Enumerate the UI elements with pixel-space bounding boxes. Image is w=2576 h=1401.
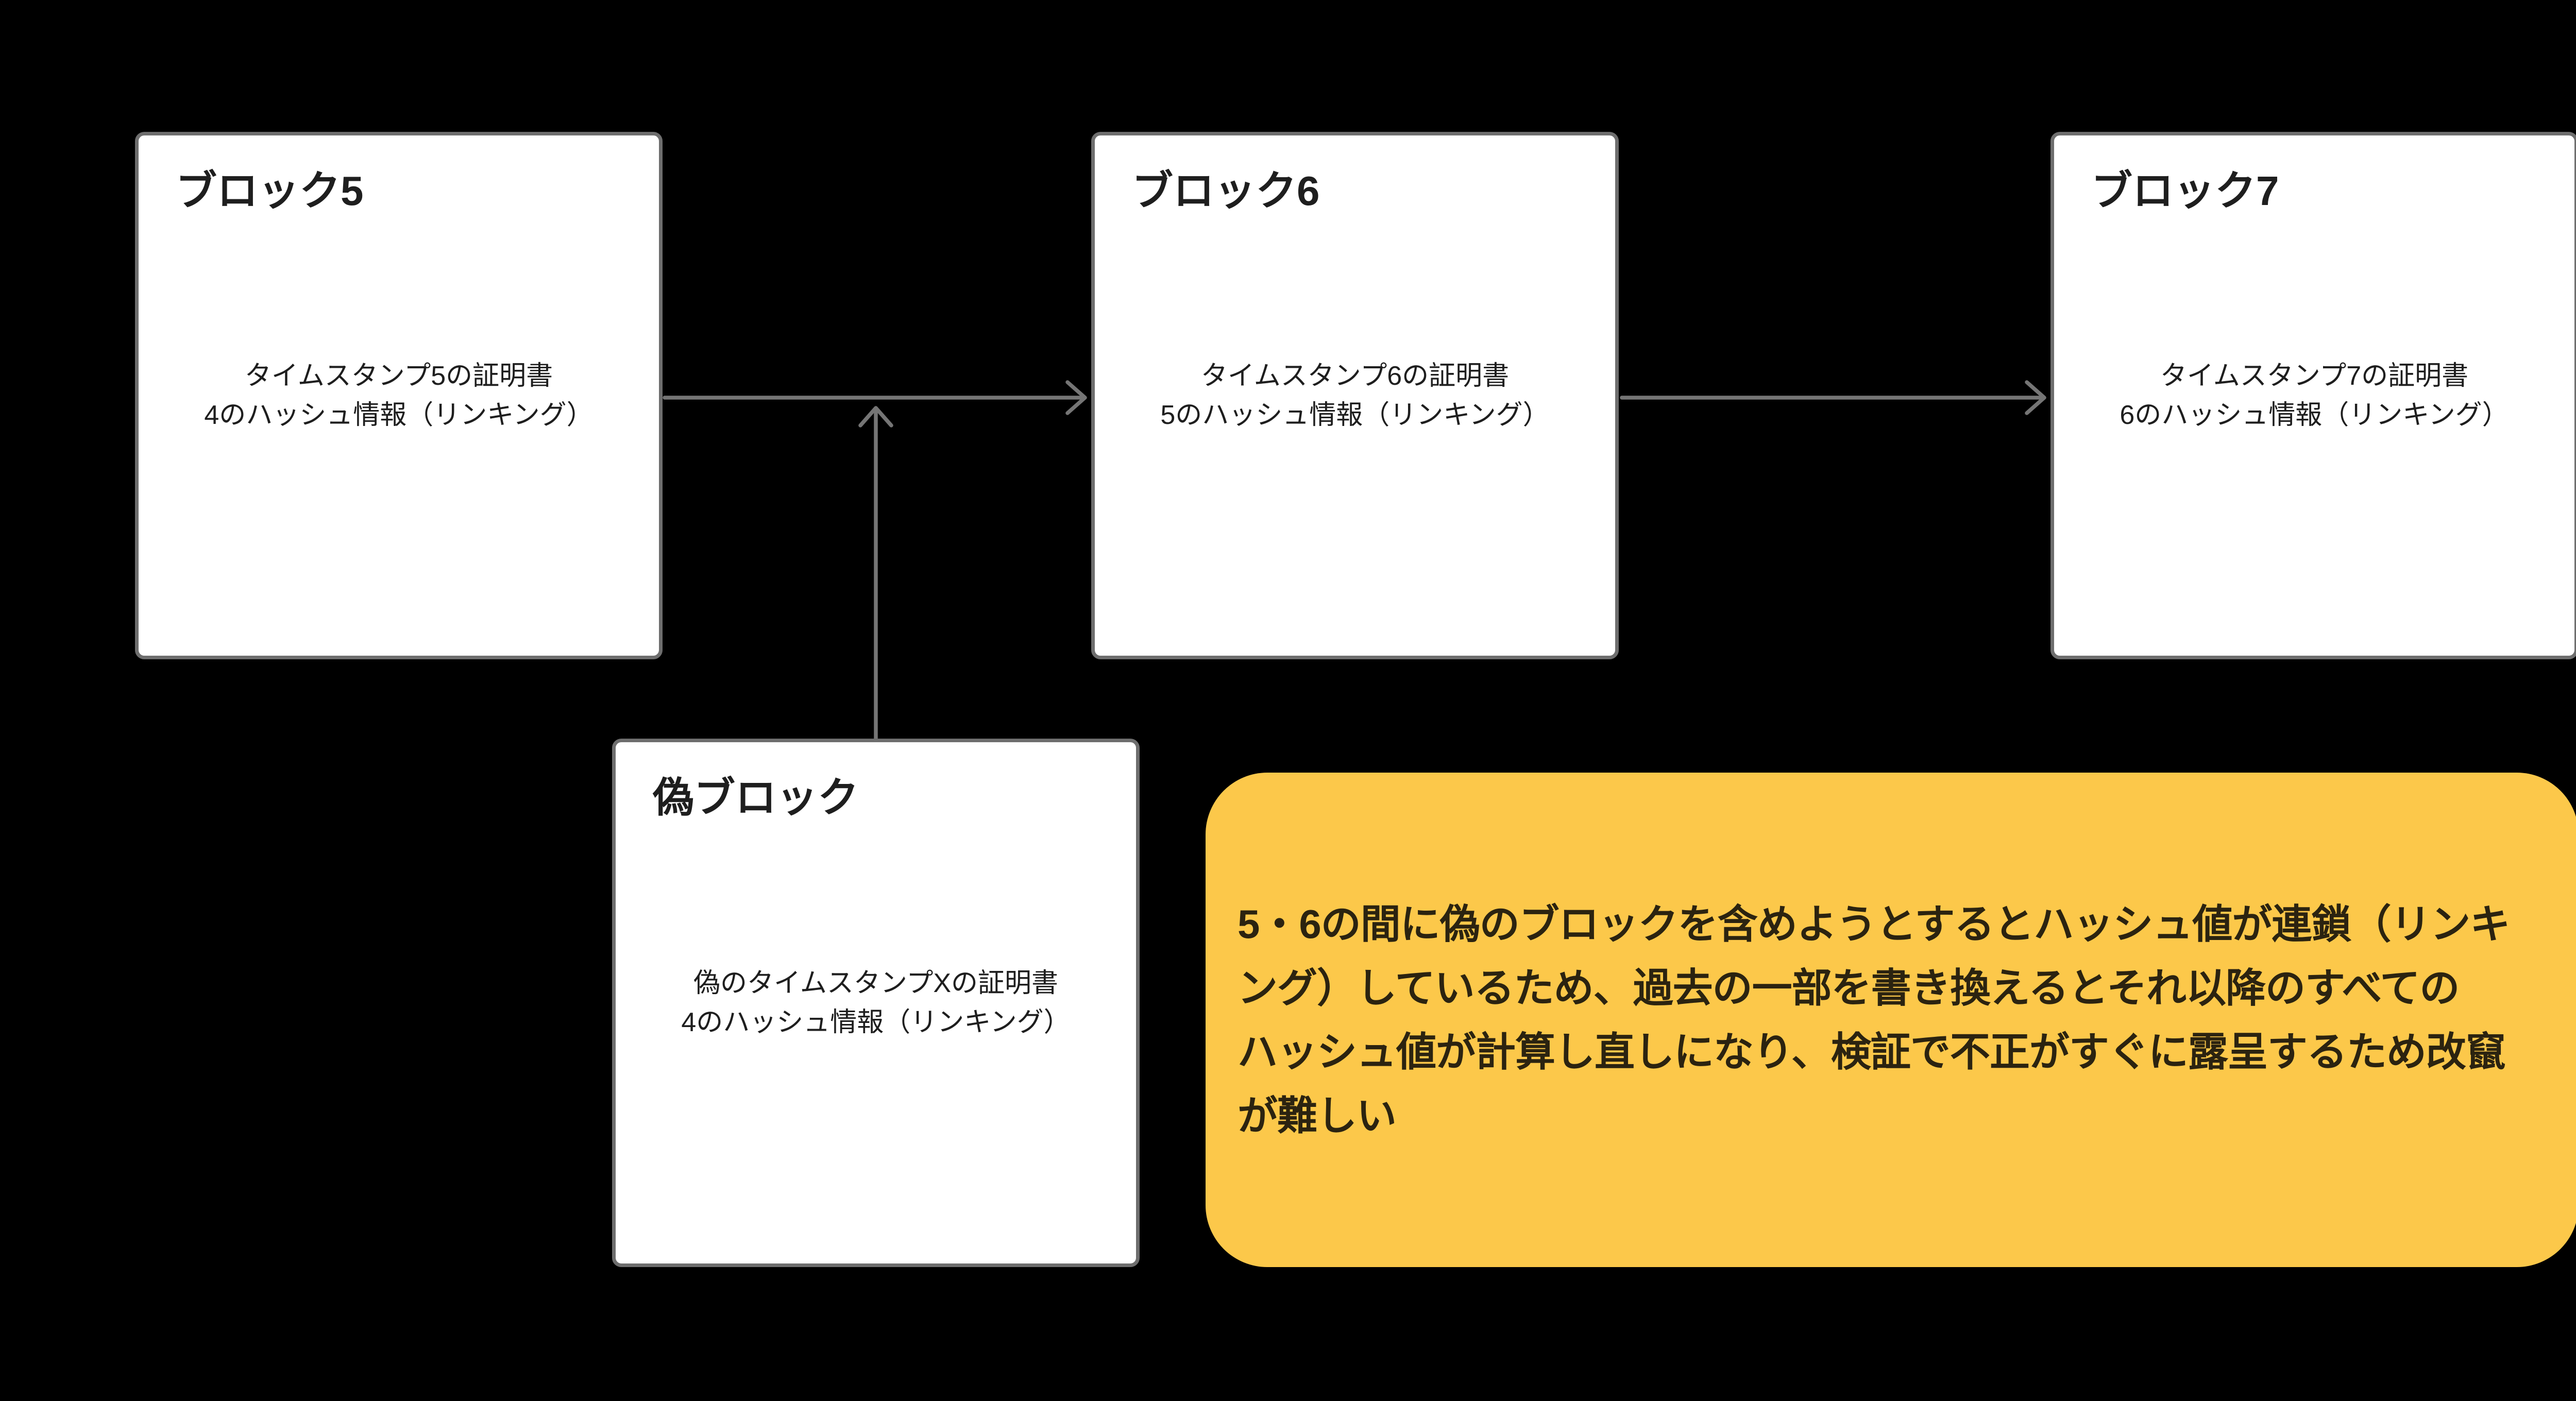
- block-7-shape[interactable]: ブロック7 タイムスタンプ7の証明書 6のハッシュ情報（リンキング）: [2050, 132, 2576, 659]
- block-7-title: ブロック7: [2091, 168, 2279, 214]
- callout-line-2: ング）しているため、過去の一部を書き換えるとそれ以降のすべての: [1238, 965, 2460, 1011]
- block-5-body-line-1: タイムスタンプ5の証明書: [244, 361, 553, 391]
- fake-block-title: 偽ブロック: [653, 775, 859, 821]
- arrow-head-icon: [1065, 380, 1087, 415]
- block-7-body: タイムスタンプ7の証明書 6のハッシュ情報（リンキング）: [2054, 356, 2574, 435]
- arrow-fake-block-up[interactable]: [858, 406, 893, 742]
- arrow-block6-to-block7[interactable]: [1620, 380, 2046, 415]
- block-6-shape[interactable]: ブロック6 タイムスタンプ6の証明書 5のハッシュ情報（リンキング）: [1091, 132, 1619, 659]
- fake-block-body: 偽のタイムスタンプXの証明書 4のハッシュ情報（リンキング）: [616, 964, 1136, 1042]
- block-5-body: タイムスタンプ5の証明書 4のハッシュ情報（リンキング）: [139, 356, 659, 435]
- callout-line-4: が難しい: [1238, 1093, 1397, 1138]
- fake-block-shape[interactable]: 偽ブロック 偽のタイムスタンプXの証明書 4のハッシュ情報（リンキング）: [612, 739, 1140, 1267]
- arrow-block5-to-block6[interactable]: [663, 380, 1087, 415]
- block-7-body-line-2: 6のハッシュ情報（リンキング）: [2120, 400, 2509, 430]
- callout-line-1: 5・6の間に偽のブロックを含めようとするとハッシュ値が連鎖（リンキ: [1238, 901, 2510, 947]
- callout-line-3: ハッシュ値が計算し直しになり、検証で不正がすぐに露呈するため改竄: [1238, 1029, 2506, 1074]
- fake-block-body-line-2: 4のハッシュ情報（リンキング）: [681, 1007, 1071, 1037]
- arrow-head-icon: [858, 406, 893, 428]
- explanation-callout-text: 5・6の間に偽のブロックを含めようとするとハッシュ値が連鎖（リンキ ング）してい…: [1238, 892, 2510, 1148]
- explanation-callout[interactable]: 5・6の間に偽のブロックを含めようとするとハッシュ値が連鎖（リンキ ング）してい…: [1206, 773, 2576, 1267]
- block-6-body: タイムスタンプ6の証明書 5のハッシュ情報（リンキング）: [1095, 356, 1615, 435]
- block-7-body-line-1: タイムスタンプ7の証明書: [2160, 361, 2469, 391]
- block-6-body-line-1: タイムスタンプ6の証明書: [1200, 361, 1510, 391]
- fake-block-body-line-1: 偽のタイムスタンプXの証明書: [693, 968, 1059, 998]
- block-6-body-line-2: 5のハッシュ情報（リンキング）: [1160, 400, 1550, 430]
- block-6-title: ブロック6: [1132, 168, 1320, 214]
- block-5-body-line-2: 4のハッシュ情報（リンキング）: [204, 400, 594, 430]
- block-5-title: ブロック5: [176, 168, 364, 214]
- block-5-shape[interactable]: ブロック5 タイムスタンプ5の証明書 4のハッシュ情報（リンキング）: [135, 132, 663, 659]
- arrow-head-icon: [2025, 380, 2046, 415]
